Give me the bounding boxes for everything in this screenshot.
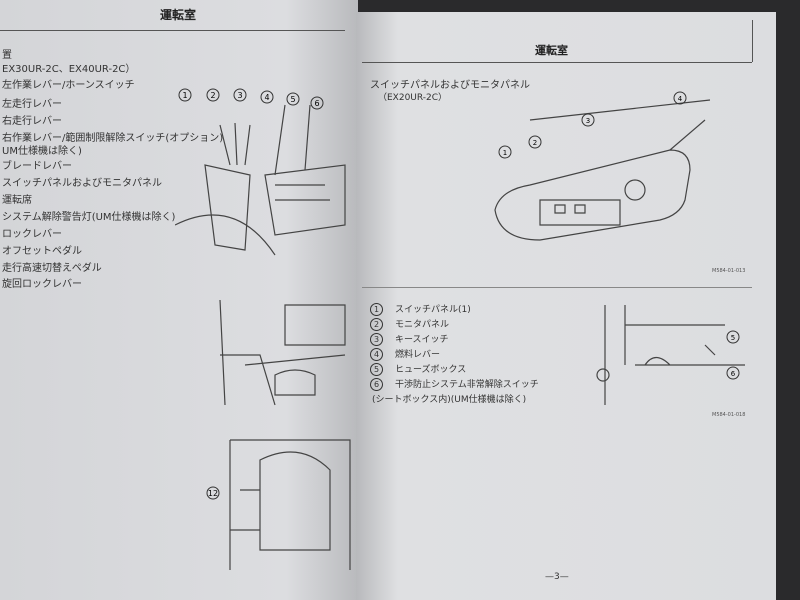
list-item: オフセットペダル bbox=[2, 246, 82, 257]
figure-code: M584-01-013 bbox=[712, 268, 746, 274]
section-title: スイッチパネルおよびモニタパネル bbox=[370, 80, 530, 91]
callout-6: 6 bbox=[731, 370, 736, 378]
right-header: 運転室 bbox=[535, 44, 568, 57]
callout-4: 4 bbox=[678, 95, 683, 103]
callout-3: 3 bbox=[237, 91, 242, 100]
switch-panel-diagram: 1 2 3 4 bbox=[494, 91, 711, 241]
fuse-box-diagram: 5 6 bbox=[596, 305, 745, 405]
right-page bbox=[356, 12, 776, 600]
list-item: 右作業レバー/範囲制限解除スイッチ(オプション) bbox=[2, 133, 224, 144]
list-item: UM仕様機は除く) bbox=[2, 146, 82, 157]
list-item: 右走行レバー bbox=[2, 116, 62, 127]
model-label: （EX20UR-2C） bbox=[378, 93, 448, 103]
left-header: 運転室 bbox=[160, 8, 197, 22]
header-vrule bbox=[752, 20, 753, 62]
list-item: スイッチパネルおよびモニタパネル bbox=[2, 178, 162, 189]
callout-3: 3 bbox=[586, 117, 590, 125]
figure-code: M584-01-018 bbox=[712, 412, 746, 418]
list-item: システム解除警告灯(UM仕様機は除く) bbox=[2, 212, 176, 223]
list-item: ブレードレバー bbox=[2, 161, 72, 172]
seat-box-diagram: 12 bbox=[206, 439, 351, 570]
callout-2: 2 bbox=[210, 91, 215, 100]
callout-12: 12 bbox=[208, 489, 218, 498]
header-rule bbox=[0, 30, 345, 31]
list-item: 運転席 bbox=[2, 195, 32, 206]
left-page: 運転室 置 EX30UR-2C、EX40UR-2C） 左作業レバー/ホーンスイッ… bbox=[0, 0, 358, 600]
floor-pedals-diagram bbox=[219, 299, 346, 406]
list-item: 左走行レバー bbox=[2, 99, 62, 110]
section-title: 置 bbox=[2, 50, 12, 61]
legend-note: (シートボックス内)(UM仕様機は除く) bbox=[372, 395, 527, 405]
list-item: 旋回ロックレバー bbox=[2, 279, 82, 290]
callout-5: 5 bbox=[731, 334, 735, 342]
callout-4: 4 bbox=[264, 93, 269, 102]
callout-1: 1 bbox=[503, 149, 507, 157]
callout-5: 5 bbox=[290, 95, 295, 104]
cab-controls-diagram: 1 2 3 4 5 6 bbox=[175, 88, 346, 256]
model-list: EX30UR-2C、EX40UR-2C） bbox=[2, 64, 136, 75]
list-item: 走行高速切替えペダル bbox=[2, 263, 102, 274]
divider bbox=[362, 287, 752, 288]
header-rule bbox=[362, 62, 752, 63]
page-number: —3— bbox=[545, 572, 569, 582]
list-item: 左作業レバー/ホーンスイッチ bbox=[2, 80, 135, 91]
callout-6: 6 bbox=[314, 99, 319, 108]
list-item: ロックレバー bbox=[2, 229, 62, 240]
callout-2: 2 bbox=[533, 139, 537, 147]
callout-1: 1 bbox=[182, 91, 187, 100]
